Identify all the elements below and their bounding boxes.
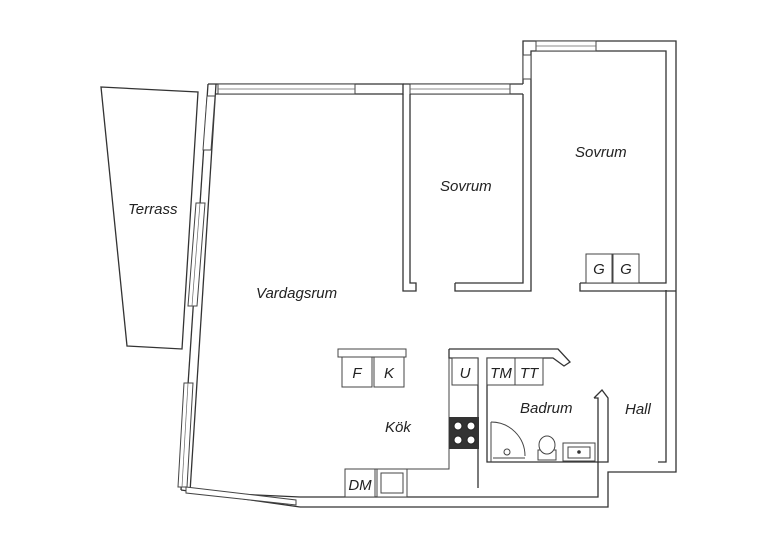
fixtures (337, 253, 640, 498)
fixture-label-wardrobe-2: G (620, 261, 632, 278)
toilet-icon (537, 435, 557, 461)
shower-icon (490, 421, 526, 462)
room-label-hall: Hall (625, 401, 652, 418)
room-label-bedroom-2: Sovrum (575, 144, 627, 161)
room-label-kitchen: Kök (385, 419, 412, 436)
hob-icon (449, 417, 479, 449)
room-label-living: Vardagsrum (256, 285, 337, 302)
fixture-label-fridge: F (352, 365, 362, 382)
fixture-label-freezer: K (384, 365, 395, 382)
fixture-label-wardrobe-1: G (593, 261, 605, 278)
room-label-bathroom: Badrum (520, 400, 573, 417)
sink-icon (562, 442, 596, 462)
fixture-label-oven: U (460, 365, 471, 382)
windows (177, 40, 597, 506)
fixture-label-dryer: TT (520, 365, 540, 382)
room-label-bedroom-1: Sovrum (440, 178, 492, 195)
room-label-terrace: Terrass (128, 201, 178, 218)
fixture-label-washing-machine: TM (490, 365, 512, 382)
terrace-outline (100, 86, 199, 350)
fixture-label-dishwasher: DM (348, 477, 372, 494)
